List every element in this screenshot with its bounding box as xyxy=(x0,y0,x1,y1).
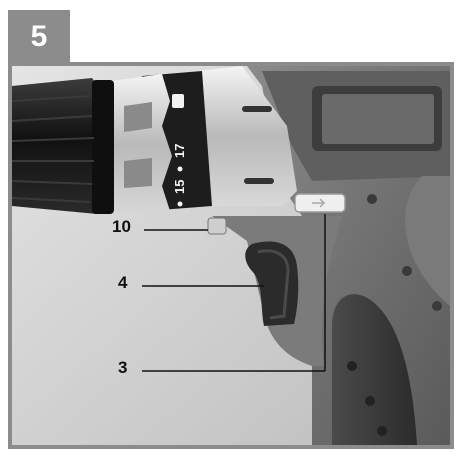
housing-dot xyxy=(367,194,377,204)
dial-dot xyxy=(177,166,183,172)
housing-cutout xyxy=(405,176,450,306)
step-number: 5 xyxy=(30,20,48,53)
callout-label-3: 3 xyxy=(118,358,128,377)
grip-dot xyxy=(365,396,375,406)
dial-dot xyxy=(177,201,183,207)
torque-marking: 15 xyxy=(172,180,187,194)
handle-grip xyxy=(332,294,417,445)
callout-label-4: 4 xyxy=(118,273,128,292)
direction-arrow-icon xyxy=(312,198,326,208)
photo-frame: 17 15 xyxy=(8,62,454,449)
housing-slot xyxy=(244,178,274,184)
housing-dot xyxy=(432,301,442,311)
grip-dot xyxy=(377,426,387,436)
keyless-chuck xyxy=(12,78,107,214)
gear-housing xyxy=(197,66,297,206)
gear-selector-ring xyxy=(105,74,172,216)
step-number-tab xyxy=(8,10,70,62)
trigger-ridge xyxy=(257,249,290,320)
housing-slot xyxy=(242,106,272,112)
selector-lug xyxy=(124,158,152,188)
housing-dot xyxy=(402,266,412,276)
grip-dot xyxy=(347,361,357,371)
torque-marking: 17 xyxy=(172,144,187,158)
chuck-collar xyxy=(92,80,114,214)
selector-lug xyxy=(124,102,152,132)
drill-photo: 17 15 xyxy=(12,66,450,445)
callout-label-10: 10 xyxy=(112,217,131,236)
work-light xyxy=(207,217,227,235)
chuck-grip-ridges xyxy=(12,95,95,203)
drill-setting-icon xyxy=(172,94,184,108)
display-glass xyxy=(322,94,434,144)
